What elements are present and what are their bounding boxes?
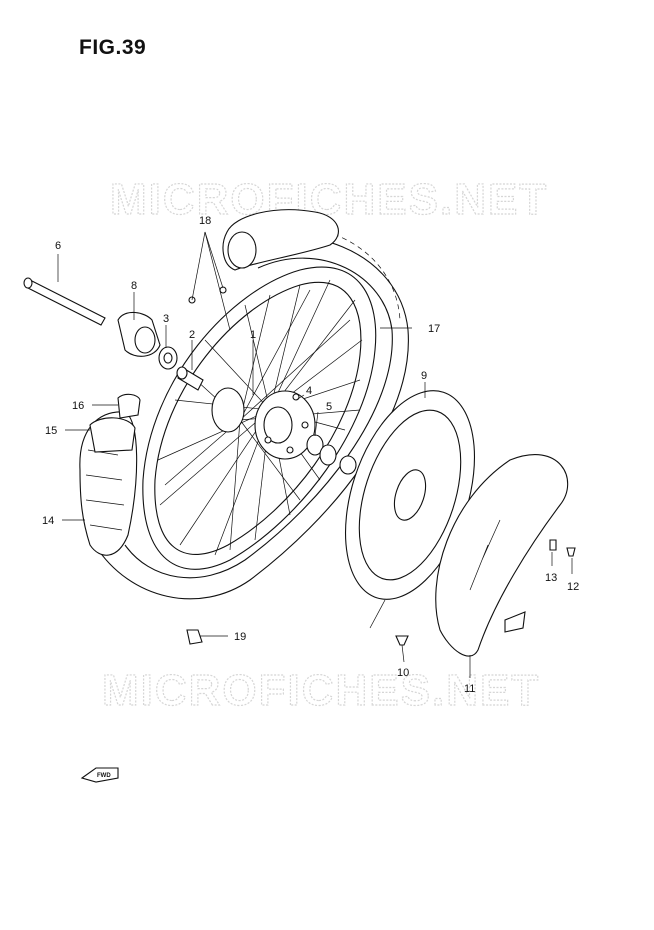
fwd-arrow: FWD bbox=[80, 767, 119, 783]
brake-disc bbox=[344, 390, 476, 600]
axle bbox=[23, 277, 106, 326]
collar bbox=[339, 455, 357, 475]
bolt-12 bbox=[566, 547, 576, 557]
figure-title: FIG.39 bbox=[79, 36, 147, 59]
callout-8: 8 bbox=[131, 280, 137, 292]
callout-9: 9 bbox=[421, 370, 427, 382]
callout-4: 4 bbox=[306, 385, 312, 397]
callout-10: 10 bbox=[397, 667, 409, 679]
spacer bbox=[176, 366, 204, 391]
collar-13 bbox=[549, 539, 557, 551]
rim-band bbox=[117, 393, 141, 419]
callout-14: 14 bbox=[42, 515, 54, 527]
callout-17: 17 bbox=[428, 323, 440, 335]
speedometer-gearbox bbox=[117, 311, 161, 357]
hub bbox=[211, 387, 316, 460]
callout-12: 12 bbox=[567, 581, 579, 593]
callout-2: 2 bbox=[189, 329, 195, 341]
callout-19: 19 bbox=[234, 631, 246, 643]
bolt-10 bbox=[395, 635, 409, 646]
watermark-bottom: MICROFICHES.NET bbox=[102, 666, 540, 715]
callout-6: 6 bbox=[55, 240, 61, 252]
callout-13: 13 bbox=[545, 572, 557, 584]
bearing-2 bbox=[319, 444, 337, 466]
fwd-label: FWD bbox=[97, 773, 111, 779]
callout-11: 11 bbox=[464, 683, 475, 695]
callout-15: 15 bbox=[45, 425, 57, 437]
valve-clip-19 bbox=[186, 629, 203, 645]
callout-3: 3 bbox=[163, 313, 169, 325]
disc-cover bbox=[435, 454, 569, 657]
spokes bbox=[157, 279, 363, 556]
callout-16: 16 bbox=[72, 400, 84, 412]
rim bbox=[142, 266, 377, 570]
callout-1: 1 bbox=[250, 329, 256, 341]
tube bbox=[89, 417, 136, 453]
callout-5: 5 bbox=[326, 401, 332, 413]
callout-18: 18 bbox=[199, 215, 211, 227]
